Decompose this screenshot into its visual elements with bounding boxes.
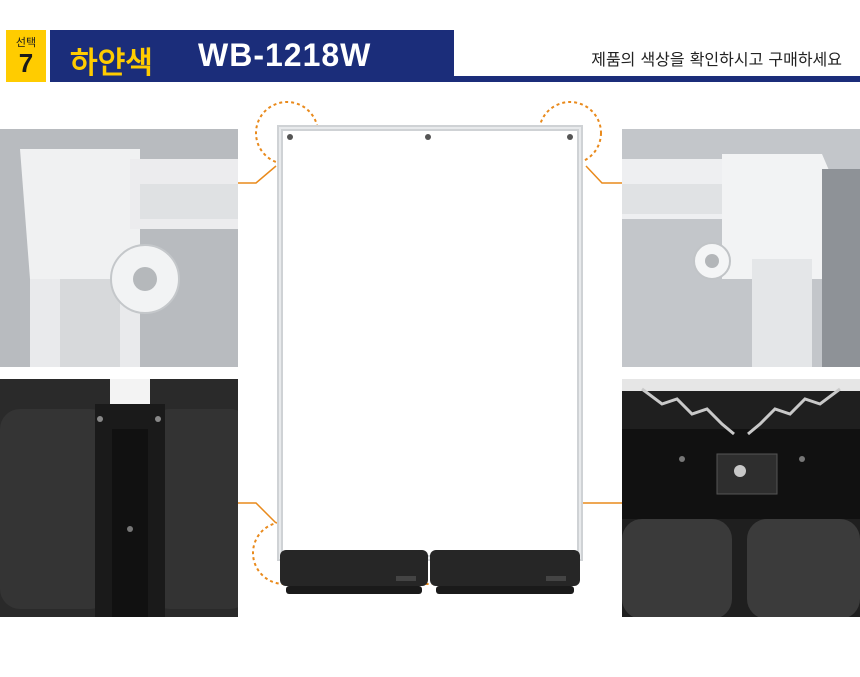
top-right-corner-detail	[622, 129, 860, 367]
title-bar: 하얀색 WB-1218W	[50, 30, 454, 82]
product-image	[250, 100, 610, 620]
option-number: 7	[18, 48, 34, 78]
option-badge: 선택 7	[6, 30, 46, 82]
color-name: 하얀색	[70, 46, 153, 81]
page-header: 선택 7 하얀색 WB-1218W 제품의 색상을 확인하시고 구매하세요	[0, 0, 860, 90]
post-base-icon	[0, 379, 238, 617]
purchase-note: 제품의 색상을 확인하시고 구매하세요	[591, 50, 842, 69]
spring-hinge-detail	[622, 379, 860, 617]
base-post-detail	[0, 379, 238, 617]
option-label: 선택	[15, 36, 37, 49]
spring-hinge-icon	[622, 379, 860, 617]
header-underline	[454, 76, 860, 82]
whiteboard-stand-icon	[277, 125, 583, 594]
frame-corner-icon	[0, 129, 238, 367]
frame-corner-icon	[622, 129, 860, 367]
model-number: WB-1218W	[198, 37, 372, 73]
top-left-corner-detail	[0, 129, 238, 367]
